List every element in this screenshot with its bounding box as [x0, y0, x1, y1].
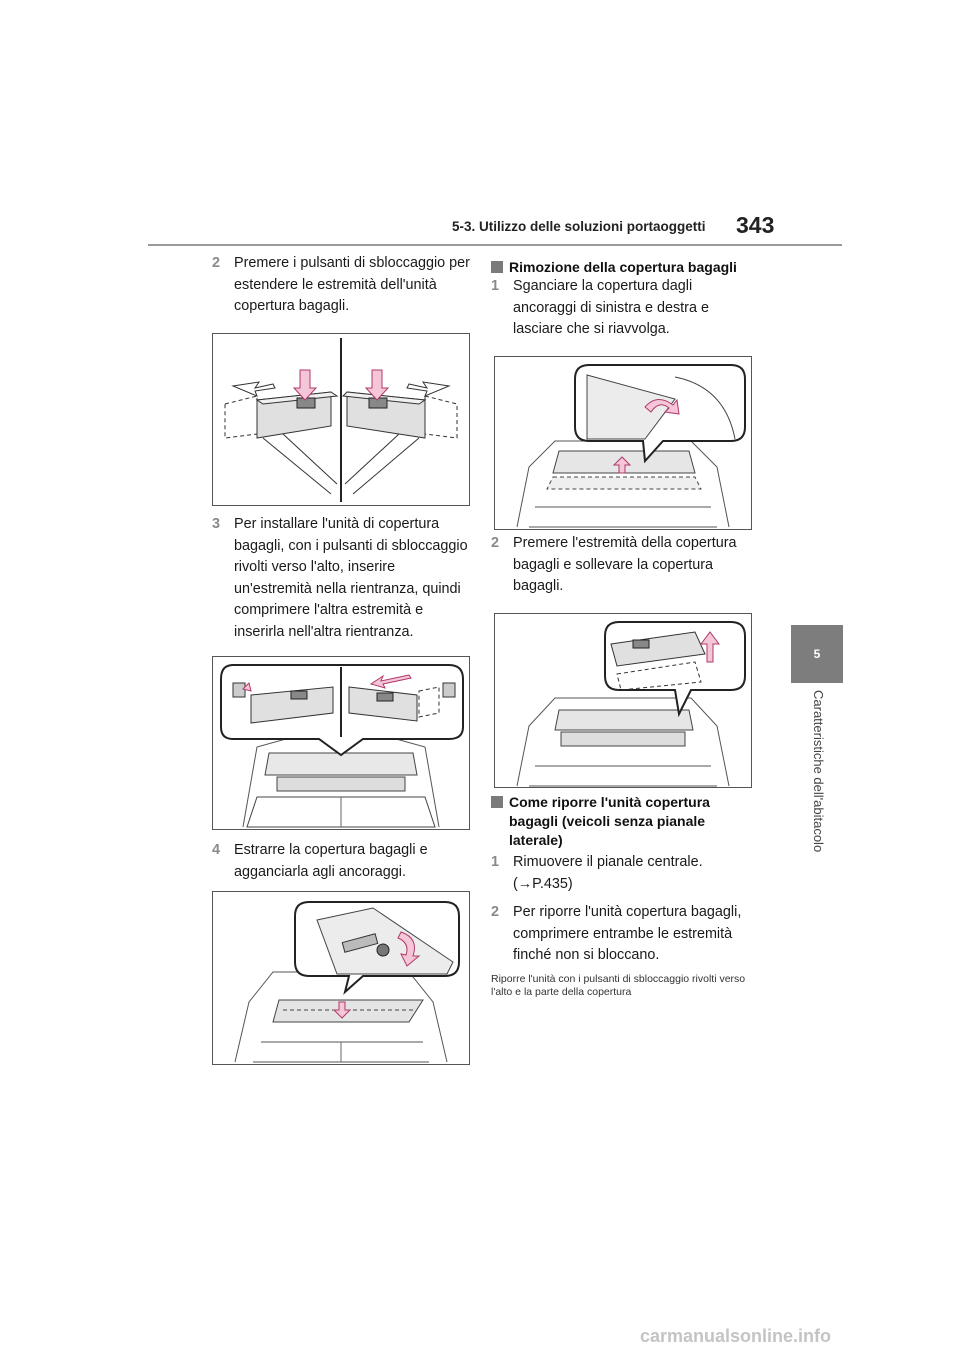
step-number: 2: [491, 535, 500, 551]
step-1-remove-floor: 1 Rimuovere il pianale centrale. (→P.435…: [491, 852, 757, 895]
step-text: Sganciare la copertura dagli ancoraggi d…: [513, 278, 709, 337]
push-arrow-right: [364, 369, 390, 401]
step-number: 3: [212, 516, 221, 532]
page-number: 343: [736, 212, 775, 238]
step-text: Premere i pulsanti di sbloccaggio per es…: [234, 255, 470, 314]
heading-square-icon: [491, 796, 503, 808]
heading-storage: Come riporre l'unità copertura bagagli (…: [491, 793, 757, 850]
header-rule: [148, 244, 842, 246]
extend-arrow-right: [406, 381, 451, 397]
push-arrow-left: [292, 369, 318, 401]
step-text: Estrarre la copertura bagagli e aggancia…: [234, 842, 428, 880]
watermark: carmanualsonline.info: [640, 1326, 832, 1346]
step-2-extend: 2 Premere i pulsanti di sbloccaggio per …: [212, 253, 474, 318]
figure-extend-ends: [212, 333, 470, 506]
step-text: Premere l'estremità della copertura baga…: [513, 535, 737, 594]
retract-arrow: [612, 456, 632, 474]
chapter-number: 5: [813, 647, 821, 661]
step-number: 4: [212, 842, 221, 858]
lift-arrow: [700, 631, 720, 663]
figure-install-unit: [212, 656, 470, 830]
step-number: 1: [491, 278, 500, 294]
heading-text: Come riporre l'unità copertura bagagli (…: [509, 794, 710, 848]
chapter-tab[interactable]: 5: [791, 625, 843, 683]
rotate-arrow: [644, 398, 680, 415]
storage-note: Riporre l'unità con i pulsanti di sblocc…: [491, 973, 746, 998]
extend-arrow-left: [231, 381, 276, 397]
step-number: 2: [491, 904, 500, 920]
pull-arrow: [332, 1001, 352, 1019]
step-number: 2: [212, 255, 221, 271]
step-text: Rimuovere il pianale centrale. (→P.435): [513, 854, 703, 892]
chapter-label: Caratteristiche dell'abitacolo: [811, 690, 826, 853]
figure-lift-cover: [494, 613, 752, 788]
heading-text: Rimozione della copertura bagagli: [509, 259, 737, 275]
step-1-unhook: 1 Sganciare la copertura dagli ancoraggi…: [491, 276, 757, 341]
step-text: Per riporre l'unità copertura bagagli, c…: [513, 904, 742, 963]
step-3-install: 3 Per installare l'unità di copertura ba…: [212, 514, 474, 643]
step-text: Per installare l'unità di copertura baga…: [234, 516, 468, 640]
heading-square-icon: [491, 261, 503, 273]
step-number: 1: [491, 854, 500, 870]
insert-arrow-left: [242, 682, 252, 692]
figure-hook-anchors: [212, 891, 470, 1065]
figure-unhook-cover: [494, 356, 752, 530]
step-2-compress: 2 Per riporre l'unità copertura bagagli,…: [491, 902, 757, 967]
heading-removal: Rimozione della copertura bagagli: [491, 258, 761, 277]
section-title: 5-3. Utilizzo delle soluzioni portaogget…: [452, 219, 706, 234]
step-4-hook: 4 Estrarre la copertura bagagli e agganc…: [212, 840, 474, 883]
rotate-arrow: [397, 931, 421, 967]
step-2-lift: 2 Premere l'estremità della copertura ba…: [491, 533, 757, 598]
compress-arrow: [369, 674, 412, 689]
